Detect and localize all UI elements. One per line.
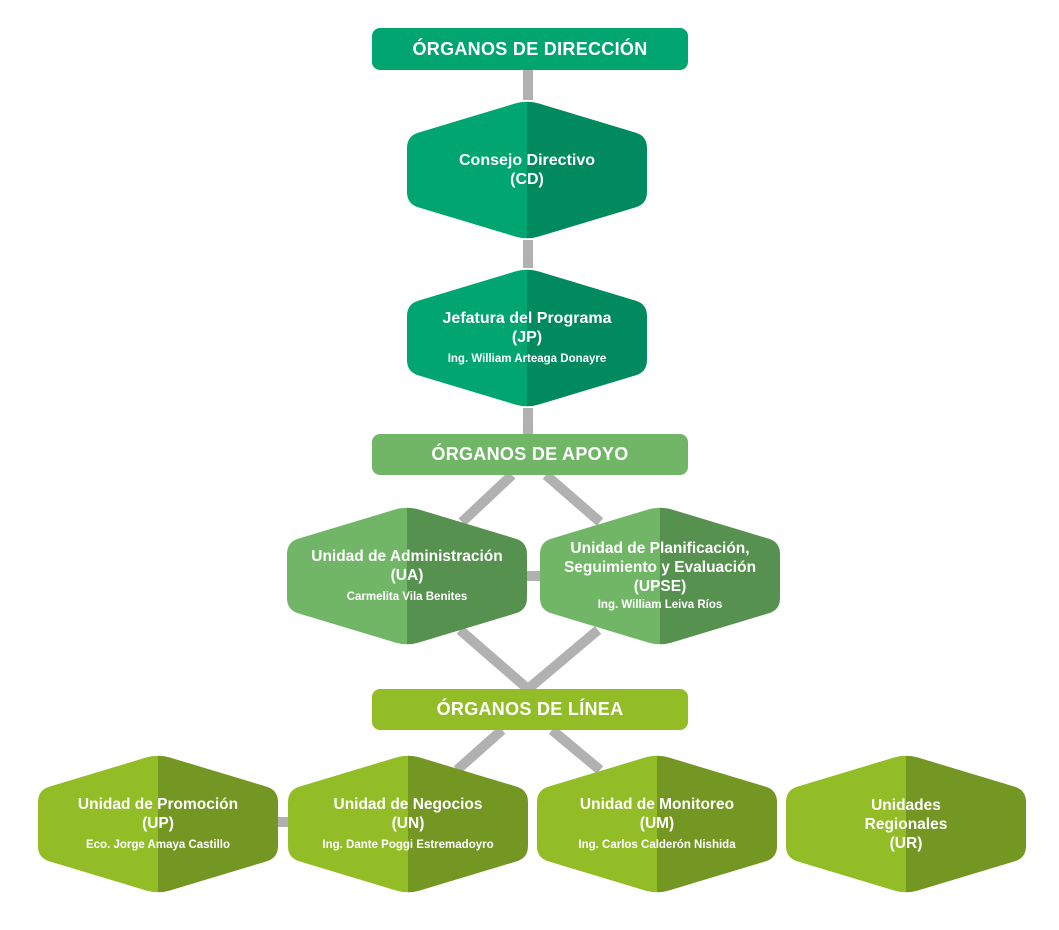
line-apoyo-ua [458,471,516,526]
node-un-title: Unidad de Negocios [333,796,483,813]
node-up-title: Unidad de Promoción [77,796,239,813]
line-upse-linea [524,626,602,693]
node-jefatura-programa[interactable]: Jefatura del Programa (JP) Ing. William … [407,268,647,408]
node-um-person: Ing. Carlos Calderón Nishida [578,839,736,851]
node-unidad-administracion[interactable]: Unidad de Administración (UA) Carmelita … [287,506,527,646]
node-upse-title-2: Seguimiento y Evaluación [563,559,757,576]
node-unidad-promocion[interactable]: Unidad de Promoción (UP) Eco. Jorge Amay… [38,754,278,894]
node-ur-title-1: Unidades [871,796,941,814]
header-organos-apoyo: ÓRGANOS DE APOYO [372,434,688,475]
node-jp-abbr: (JP) [511,329,543,346]
line-linea-un [453,726,506,774]
line-ua-linea [456,626,532,693]
header-organos-direccion-label: ÓRGANOS DE DIRECCIÓN [412,38,648,59]
node-ur-abbr: (UR) [889,834,923,852]
node-upse-abbr: (UPSE) [633,578,687,595]
node-um-title: Unidad de Monitoreo [579,796,735,813]
node-up-abbr: (UP) [142,815,174,832]
node-un-person: Ing. Dante Poggi Estremadoyro [322,839,494,851]
node-ua-title: Unidad de Administración [311,548,503,565]
node-um-abbr: (UM) [639,815,675,832]
node-upse-title-1: Unidad de Planificación, [570,540,750,557]
node-unidad-planificacion[interactable]: Unidad de Planificación, Seguimiento y E… [540,506,780,646]
node-unidad-negocios[interactable]: Unidad de Negocios (UN) Ing. Dante Poggi… [288,754,528,894]
node-up-person: Eco. Jorge Amaya Castillo [85,839,230,851]
header-organos-linea-label: ÓRGANOS DE LÍNEA [436,699,624,719]
line-linea-um [548,726,604,774]
node-jp-title: Jefatura del Programa [442,310,612,327]
node-upse-person: Ing. William Leiva Ríos [597,599,723,611]
node-cd-title: Consejo Directivo [458,152,596,169]
header-organos-direccion: ÓRGANOS DE DIRECCIÓN [372,28,688,70]
node-cd-abbr: (CD) [510,171,544,188]
line-apoyo-upse [542,471,604,526]
node-ua-person: Carmelita Vila Benites [346,591,468,603]
node-unidades-regionales[interactable]: Unidades Regionales (UR) [786,754,1026,894]
node-un-abbr: (UN) [391,815,425,832]
header-organos-linea: ÓRGANOS DE LÍNEA [372,689,688,730]
node-jp-person: Ing. William Arteaga Donayre [447,353,607,365]
node-consejo-directivo[interactable]: Consejo Directivo (CD) [407,100,647,240]
header-organos-apoyo-label: ÓRGANOS DE APOYO [431,444,629,464]
node-ur-title-2: Regionales [864,815,948,833]
node-unidad-monitoreo[interactable]: Unidad de Monitoreo (UM) Ing. Carlos Cal… [537,754,777,894]
node-ua-abbr: (UA) [390,567,424,584]
